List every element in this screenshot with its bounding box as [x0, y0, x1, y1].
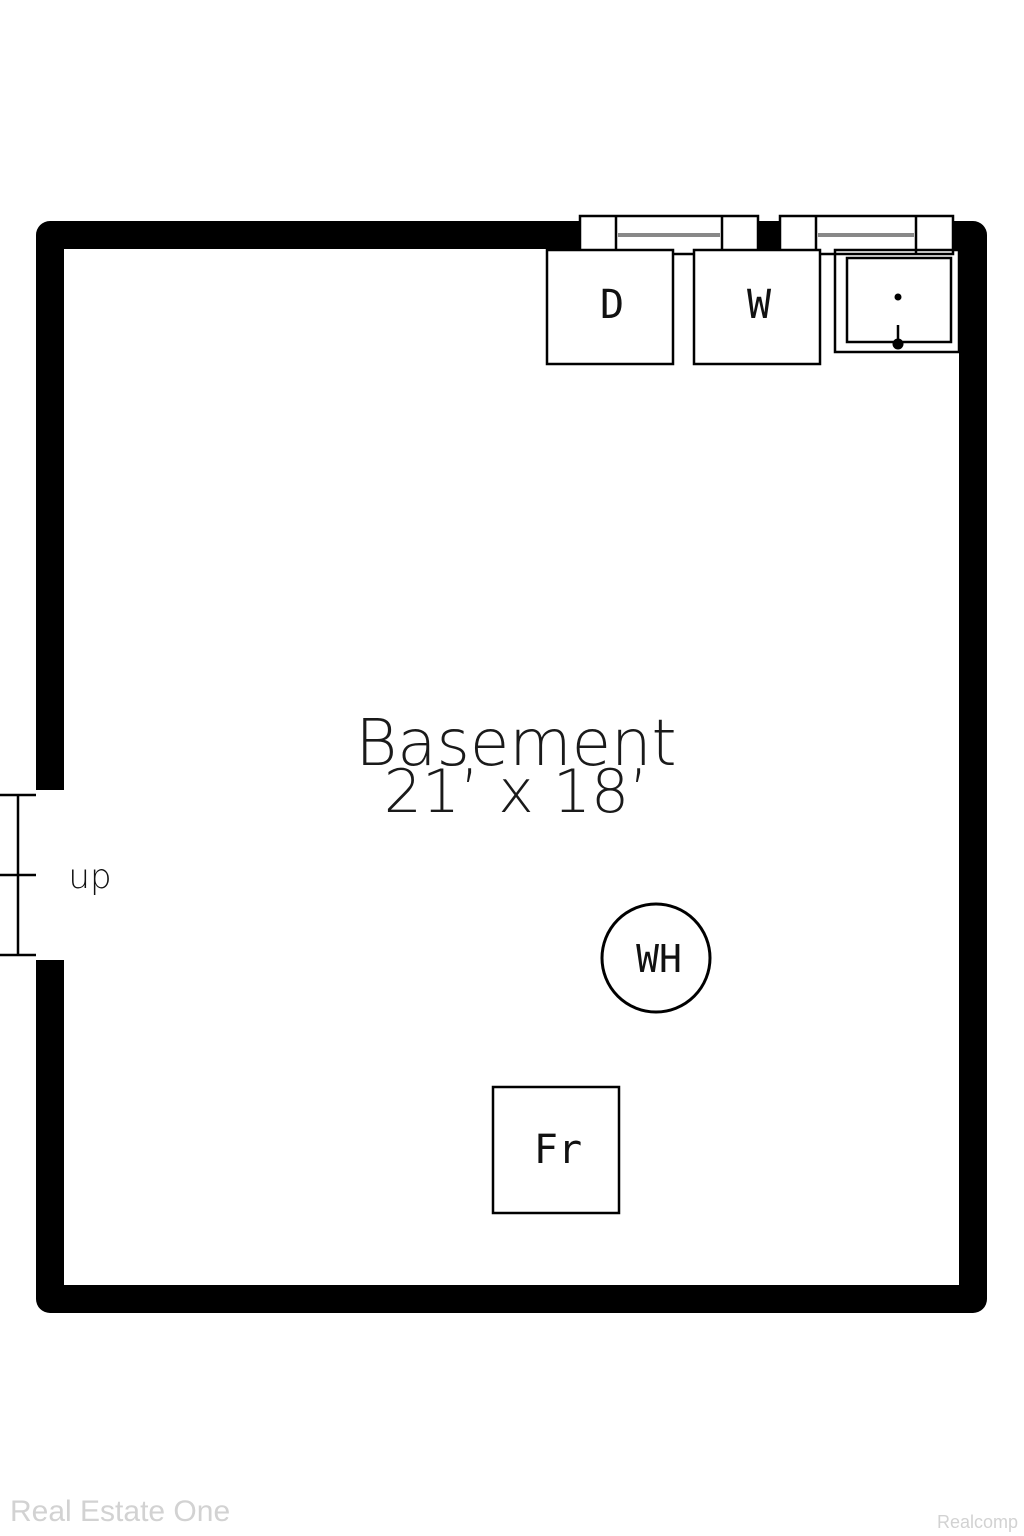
water-heater-fixture: WH: [600, 902, 712, 1014]
furnace-fixture: Fr: [491, 1085, 621, 1215]
watermark-mls: Realcomp: [936, 1512, 1018, 1532]
sink-drain-icon: [892, 338, 904, 350]
room-dimensions: 21’ x 18’: [384, 757, 649, 827]
stairs: [0, 793, 36, 957]
walls: [36, 221, 987, 1313]
window-right: [778, 214, 955, 256]
sink-faucet-icon: [894, 293, 902, 301]
washer-fixture: W: [692, 248, 822, 366]
stairs-label: up: [68, 857, 111, 897]
wall-between-windows: [757, 221, 781, 249]
washer-label: W: [747, 282, 772, 328]
laundry-sink: [833, 248, 961, 354]
water-heater-label: WH: [636, 937, 682, 981]
window-left: [578, 214, 760, 256]
dryer-label: D: [600, 282, 624, 328]
furnace-label: Fr: [534, 1127, 582, 1173]
watermark-brokerage: Real Estate One: [10, 1495, 231, 1528]
wall-top-left-run: [36, 221, 580, 790]
dryer-fixture: D: [545, 248, 675, 366]
wall-bottom-run: [36, 221, 987, 1313]
room-name: Basement: [355, 707, 676, 781]
